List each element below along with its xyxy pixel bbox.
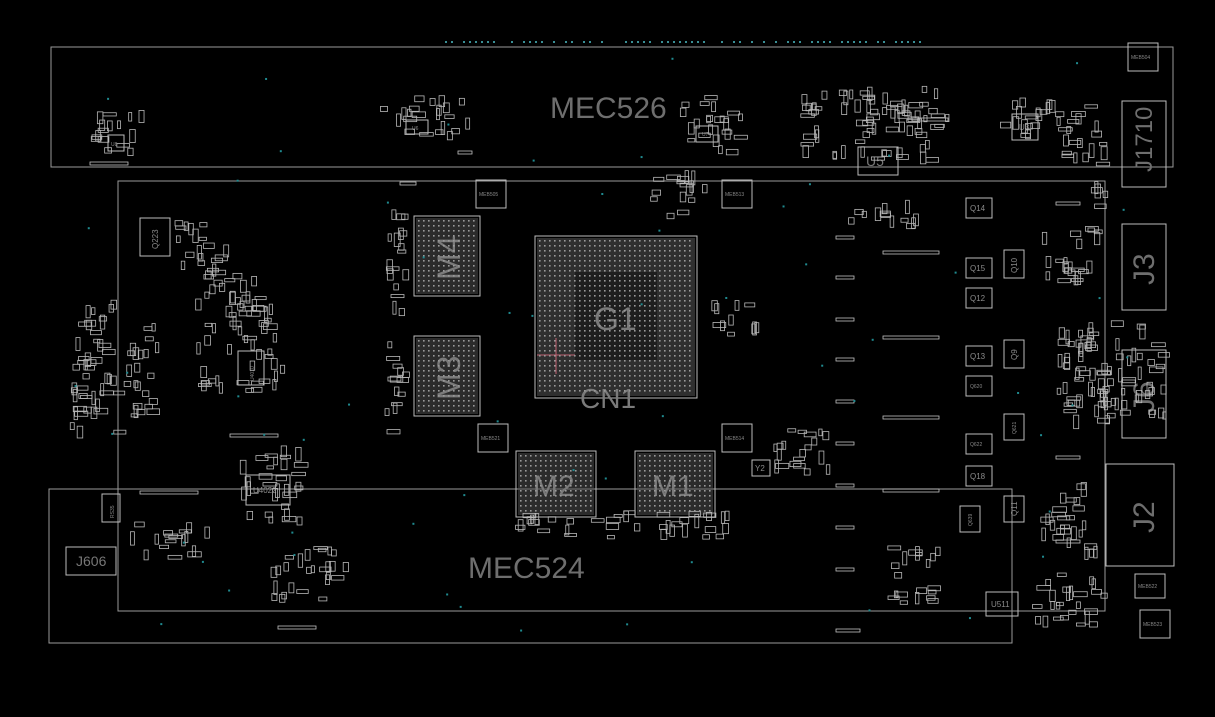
part-q10[interactable]: Q10 (1003, 249, 1025, 279)
svg-text:Y2: Y2 (755, 464, 765, 473)
part-q14[interactable]: Q14 (965, 197, 993, 219)
svg-text:J6: J6 (1128, 381, 1161, 413)
svg-text:M2: M2 (533, 470, 575, 503)
passive-components (69, 41, 1170, 633)
svg-text:J2: J2 (1128, 501, 1161, 533)
svg-text:M4: M4 (431, 236, 467, 280)
part-meb513[interactable]: MEB513 (721, 179, 753, 209)
svg-text:M1: M1 (652, 470, 694, 503)
part-u7[interactable]: U7 (695, 125, 719, 143)
svg-text:Q621: Q621 (1012, 422, 1018, 434)
part-q13[interactable]: Q13 (965, 345, 993, 367)
svg-text:U5: U5 (866, 153, 884, 169)
svg-text:U4010: U4010 (250, 366, 256, 381)
svg-text:MEB505: MEB505 (479, 192, 498, 198)
part-u4022[interactable]: U4022 (245, 474, 291, 506)
connector-j3[interactable]: J3 (1121, 223, 1167, 311)
svg-text:RS35: RS35 (110, 505, 116, 518)
svg-text:MEB514: MEB514 (725, 436, 744, 442)
main-board-outline[interactable] (117, 180, 1106, 612)
mec526-outline[interactable] (50, 46, 1174, 168)
part-q15[interactable]: Q15 (965, 257, 993, 279)
svg-text:J606: J606 (76, 553, 107, 569)
svg-text:Q13: Q13 (970, 352, 986, 361)
chip-m4[interactable]: M4 (413, 215, 481, 297)
svg-text:Q622: Q622 (970, 442, 982, 448)
svg-text:Q620: Q620 (970, 384, 982, 390)
svg-text:MEB513: MEB513 (725, 192, 744, 198)
part-meb522[interactable]: MEB522 (1134, 573, 1166, 599)
connector-j2[interactable]: J2 (1105, 463, 1175, 567)
svg-text:J1710: J1710 (1131, 107, 1158, 172)
svg-text:MEB521: MEB521 (481, 436, 500, 442)
svg-text:Q14: Q14 (970, 204, 986, 213)
part-q11[interactable]: Q11 (1003, 495, 1025, 523)
svg-text:Q639: Q639 (968, 514, 974, 526)
part-q18[interactable]: Q18 (965, 465, 993, 487)
svg-text:M3: M3 (431, 356, 467, 400)
connector-j1710[interactable]: J1710 (1121, 100, 1167, 188)
svg-text:U6: U6 (412, 126, 419, 132)
chip-m1[interactable]: M1 (634, 450, 716, 518)
svg-text:MEB523: MEB523 (1143, 622, 1162, 628)
svg-text:U7: U7 (702, 132, 709, 138)
part-meb505[interactable]: MEB505 (475, 179, 507, 209)
svg-text:Q18: Q18 (970, 472, 986, 481)
svg-text:Q12: Q12 (970, 294, 986, 303)
part-meb523[interactable]: MEB523 (1139, 609, 1171, 639)
chip-g1[interactable]: G1 (534, 235, 698, 399)
svg-text:U511: U511 (991, 600, 1010, 609)
part-q223[interactable]: Q223 (139, 217, 171, 257)
part-meb521[interactable]: MEB521 (477, 423, 509, 453)
part-meb504[interactable]: MEB504 (1127, 42, 1159, 72)
svg-text:Q15: Q15 (970, 264, 986, 273)
part-q639[interactable]: Q639 (959, 505, 981, 533)
part-q12[interactable]: Q12 (965, 287, 993, 309)
svg-text:Q9: Q9 (1010, 349, 1019, 360)
part-u8[interactable]: U8 (107, 134, 125, 152)
part-y2[interactable]: Y2 (751, 459, 771, 477)
svg-text:U8: U8 (111, 142, 118, 148)
cn1-label: CN1 (580, 383, 636, 414)
part-u511[interactable]: U511 (985, 591, 1019, 617)
chip-m2[interactable]: M2 (515, 450, 597, 518)
part-u3[interactable]: U3 (1011, 113, 1039, 141)
part-q621[interactable]: Q621 (1003, 413, 1025, 441)
part-meb514[interactable]: MEB514 (721, 423, 753, 453)
svg-text:MEB504: MEB504 (1131, 55, 1150, 61)
svg-text:Q10: Q10 (1010, 257, 1019, 273)
svg-text:Q223: Q223 (151, 229, 160, 249)
mec524-label: MEC524 (468, 552, 585, 585)
svg-text:U3: U3 (1019, 123, 1030, 132)
part-u4010[interactable]: U4010 (237, 350, 265, 386)
svg-text:MEB522: MEB522 (1138, 584, 1157, 590)
part-q620[interactable]: Q620 (965, 375, 993, 397)
svg-text:U4022: U4022 (253, 486, 277, 495)
part-q9[interactable]: Q9 (1003, 339, 1025, 369)
svg-text:J3: J3 (1128, 253, 1161, 285)
connector-j606[interactable]: J606 (65, 546, 117, 576)
chip-m3[interactable]: M3 (413, 335, 481, 417)
part-rs35[interactable]: RS35 (101, 493, 121, 523)
mec526-label: MEC526 (550, 92, 667, 125)
svg-text:Q11: Q11 (1010, 501, 1019, 516)
part-q622[interactable]: Q622 (965, 433, 993, 455)
